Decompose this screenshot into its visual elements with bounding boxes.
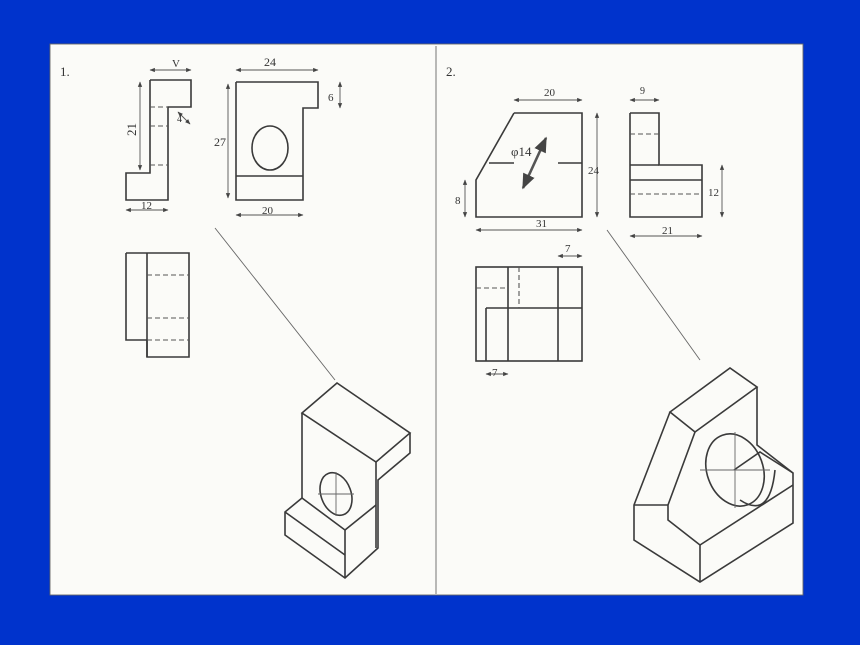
dim-front-notch: 6 <box>328 92 334 104</box>
drawing-sheet <box>50 44 803 595</box>
dim-2-front-height: 24 <box>588 165 600 177</box>
dim-2-front-bottom: 31 <box>536 218 547 230</box>
problem-1-front-view: 24 6 27 20 <box>214 55 343 218</box>
problem-2-front-view: 20 φ14 24 8 31 <box>455 87 600 233</box>
problem-2-leader <box>606 229 701 361</box>
dim-2-hole-diameter: φ14 <box>511 144 532 159</box>
sheet-border <box>49 43 804 596</box>
problem-1-number: 1. <box>60 64 70 79</box>
dim-front-width-bottom: 20 <box>262 205 274 217</box>
dim-front-width-top: 24 <box>264 55 276 69</box>
dim-2-plan-left: 7 <box>492 367 498 379</box>
problem-1-plan-view <box>125 252 190 358</box>
problem-1-side-view: V 21 4 12 <box>124 58 192 213</box>
problem-2-isometric <box>633 367 794 583</box>
dim-2-front-top: 20 <box>544 87 556 99</box>
dim-side-top-width: V <box>172 58 180 70</box>
dim-front-height: 27 <box>214 135 226 149</box>
problem-1-leader <box>214 227 336 381</box>
dim-side-bottom: 12 <box>141 200 152 212</box>
problem-2-plan-view: 7 7 <box>475 243 583 379</box>
dim-side-height: 21 <box>124 123 139 136</box>
dim-side-step: 4 <box>177 114 182 125</box>
dim-2-side-height: 12 <box>708 187 719 199</box>
dim-2-side-bottom: 21 <box>662 225 673 237</box>
dim-2-plan-right: 7 <box>565 243 571 255</box>
problem-2-number: 2. <box>446 64 456 79</box>
dim-2-front-chamfer: 8 <box>455 195 461 207</box>
problem-2-side-view: 9 12 21 <box>629 86 725 239</box>
dim-2-side-top: 9 <box>640 86 645 97</box>
problem-1-isometric <box>284 381 412 580</box>
